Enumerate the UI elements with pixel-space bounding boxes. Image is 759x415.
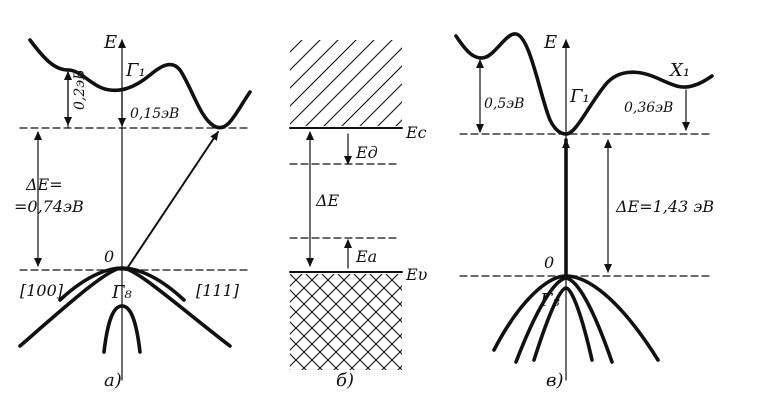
panel-a-gap-top-label: 0,2эВ bbox=[72, 70, 88, 110]
panel-a-dir-right: [111] bbox=[196, 281, 240, 300]
panel-b-ea-label: Eа bbox=[355, 247, 377, 266]
panel-a-valence-light bbox=[18, 266, 232, 348]
panel-a-gamma8: Γ₈ bbox=[111, 282, 132, 303]
panel-a-origin: 0 bbox=[104, 247, 114, 266]
panel-a-delta-e-line2: =0,74эВ bbox=[14, 197, 84, 216]
panel-a-valence-split bbox=[102, 304, 142, 354]
panel-c-valence-3 bbox=[532, 286, 594, 362]
panel-a-caption: а) bbox=[104, 370, 122, 391]
panel-b-caption: б) bbox=[336, 370, 354, 391]
panel-c-gamma1: Γ₁ bbox=[569, 86, 590, 107]
panel-a-gamma1: Γ₁ bbox=[125, 60, 146, 81]
panel-c-valence-1 bbox=[492, 274, 660, 362]
panel-a-dir-left: [100] bbox=[20, 281, 64, 300]
panel-b-valence-crosshatch bbox=[290, 274, 402, 370]
panel-b-delta-e: ΔE bbox=[315, 191, 340, 210]
panel-b: Eс Eд ΔE Eа Eυ б) bbox=[289, 40, 428, 391]
panel-c-x1-gap: 0,36эВ bbox=[624, 100, 673, 116]
panel-c-gap-label: 0,5эВ bbox=[484, 96, 524, 112]
panel-c: E 0,5эВ Γ₁ X₁ 0,36эВ ΔE=1,43 эВ 0 Γ₈ в) bbox=[454, 32, 714, 391]
panel-a-transition-arrow bbox=[125, 131, 219, 271]
panel-c-x1: X₁ bbox=[668, 60, 690, 81]
panel-a-delta-e-line1: ΔE= bbox=[25, 175, 63, 194]
panel-a-axis-label: E bbox=[103, 32, 117, 53]
panel-b-ed-label: Eд bbox=[355, 143, 378, 162]
panel-a: E 0,2эВ Γ₁ 0,15эВ ΔE= =0,74эВ 0 [100] [1… bbox=[14, 32, 252, 391]
panel-c-axis-label: E bbox=[543, 32, 557, 53]
panel-c-valence-2 bbox=[514, 276, 614, 364]
panel-b-conduction-hatch bbox=[290, 40, 402, 126]
panel-c-delta-e: ΔE=1,43 эВ bbox=[615, 197, 714, 216]
panel-c-caption: в) bbox=[546, 370, 564, 391]
panel-b-ec-label: Eс bbox=[405, 123, 427, 142]
panel-a-conduction-band bbox=[28, 38, 252, 130]
panel-b-ev-label: Eυ bbox=[405, 265, 428, 284]
panel-a-gap-side-label: 0,15эВ bbox=[130, 106, 179, 122]
panel-c-origin: 0 bbox=[544, 253, 554, 272]
panel-c-conduction-band bbox=[454, 32, 714, 136]
